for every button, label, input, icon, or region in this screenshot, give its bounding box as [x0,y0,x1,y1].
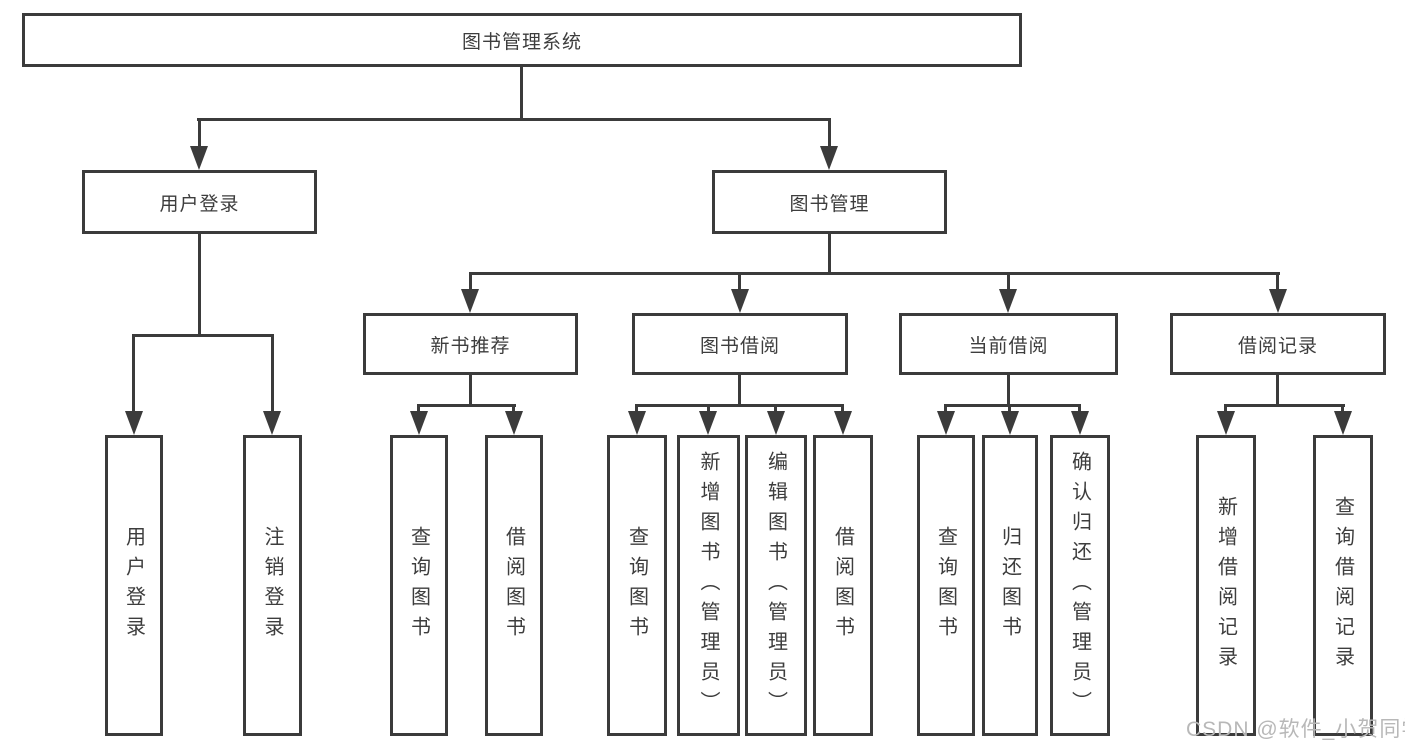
leaf-return-books: 归还图书 [982,435,1038,736]
arrow-down-icon [410,411,428,435]
connector-line [635,404,844,407]
connector-line [828,118,831,152]
leaf-logout: 注销登录 [243,435,302,736]
root-node-library-system: 图书管理系统 [22,13,1022,67]
leaf-user-login: 用户登录 [105,435,163,736]
leaf-query-books: 查询图书 [607,435,667,736]
node-book-borrowing: 图书借阅 [632,313,848,375]
connector-line [1007,375,1010,406]
node-user-login: 用户登录 [82,170,317,234]
arrow-down-icon [505,411,523,435]
connector-line [738,272,741,295]
connector-line [1276,272,1279,295]
connector-line [132,334,135,418]
connector-line [417,404,516,407]
connector-line [1276,375,1279,406]
connector-line [197,118,831,121]
arrow-down-icon [820,146,838,170]
connector-line [469,272,472,295]
leaf-borrow-books: 借阅图书 [813,435,873,736]
connector-line [198,118,201,152]
arrow-down-icon [628,411,646,435]
arrow-down-icon [699,411,717,435]
node-book-management: 图书管理 [712,170,947,234]
connector-line [738,375,741,406]
connector-line [271,334,274,418]
leaf-add-books-admin: 新增图书（管理员） [677,435,740,736]
arrow-down-icon [1071,411,1089,435]
arrow-down-icon [731,289,749,313]
arrow-down-icon [125,411,143,435]
leaf-query-books-recommend: 查询图书 [390,435,448,736]
arrow-down-icon [190,146,208,170]
arrow-down-icon [937,411,955,435]
arrow-down-icon [1269,289,1287,313]
arrow-down-icon [1217,411,1235,435]
arrow-down-icon [1334,411,1352,435]
connector-line [132,334,274,337]
connector-line [944,404,1081,407]
arrow-down-icon [999,289,1017,313]
connector-line [469,375,472,406]
arrow-down-icon [834,411,852,435]
node-current-borrowing: 当前借阅 [899,313,1118,375]
connector-line [469,272,1280,275]
node-borrowing-records: 借阅记录 [1170,313,1386,375]
leaf-borrow-books-recommend: 借阅图书 [485,435,543,736]
arrow-down-icon [767,411,785,435]
arrow-down-icon [461,289,479,313]
leaf-query-borrow-record: 查询借阅记录 [1313,435,1373,736]
leaf-edit-books-admin: 编辑图书（管理员） [745,435,807,736]
connector-line [828,234,831,275]
arrow-down-icon [1001,411,1019,435]
leaf-add-borrow-record: 新增借阅记录 [1196,435,1256,736]
connector-line [520,66,523,121]
leaf-confirm-return-admin: 确认归还（管理员） [1050,435,1110,736]
csdn-watermark: CSDN @软件_小贺同学 [1186,718,1405,741]
leaf-query-books-current: 查询图书 [917,435,975,736]
connector-line [1007,272,1010,295]
connector-line [1224,404,1345,407]
arrow-down-icon [263,411,281,435]
connector-line [198,234,201,336]
node-new-book-recommend: 新书推荐 [363,313,578,375]
